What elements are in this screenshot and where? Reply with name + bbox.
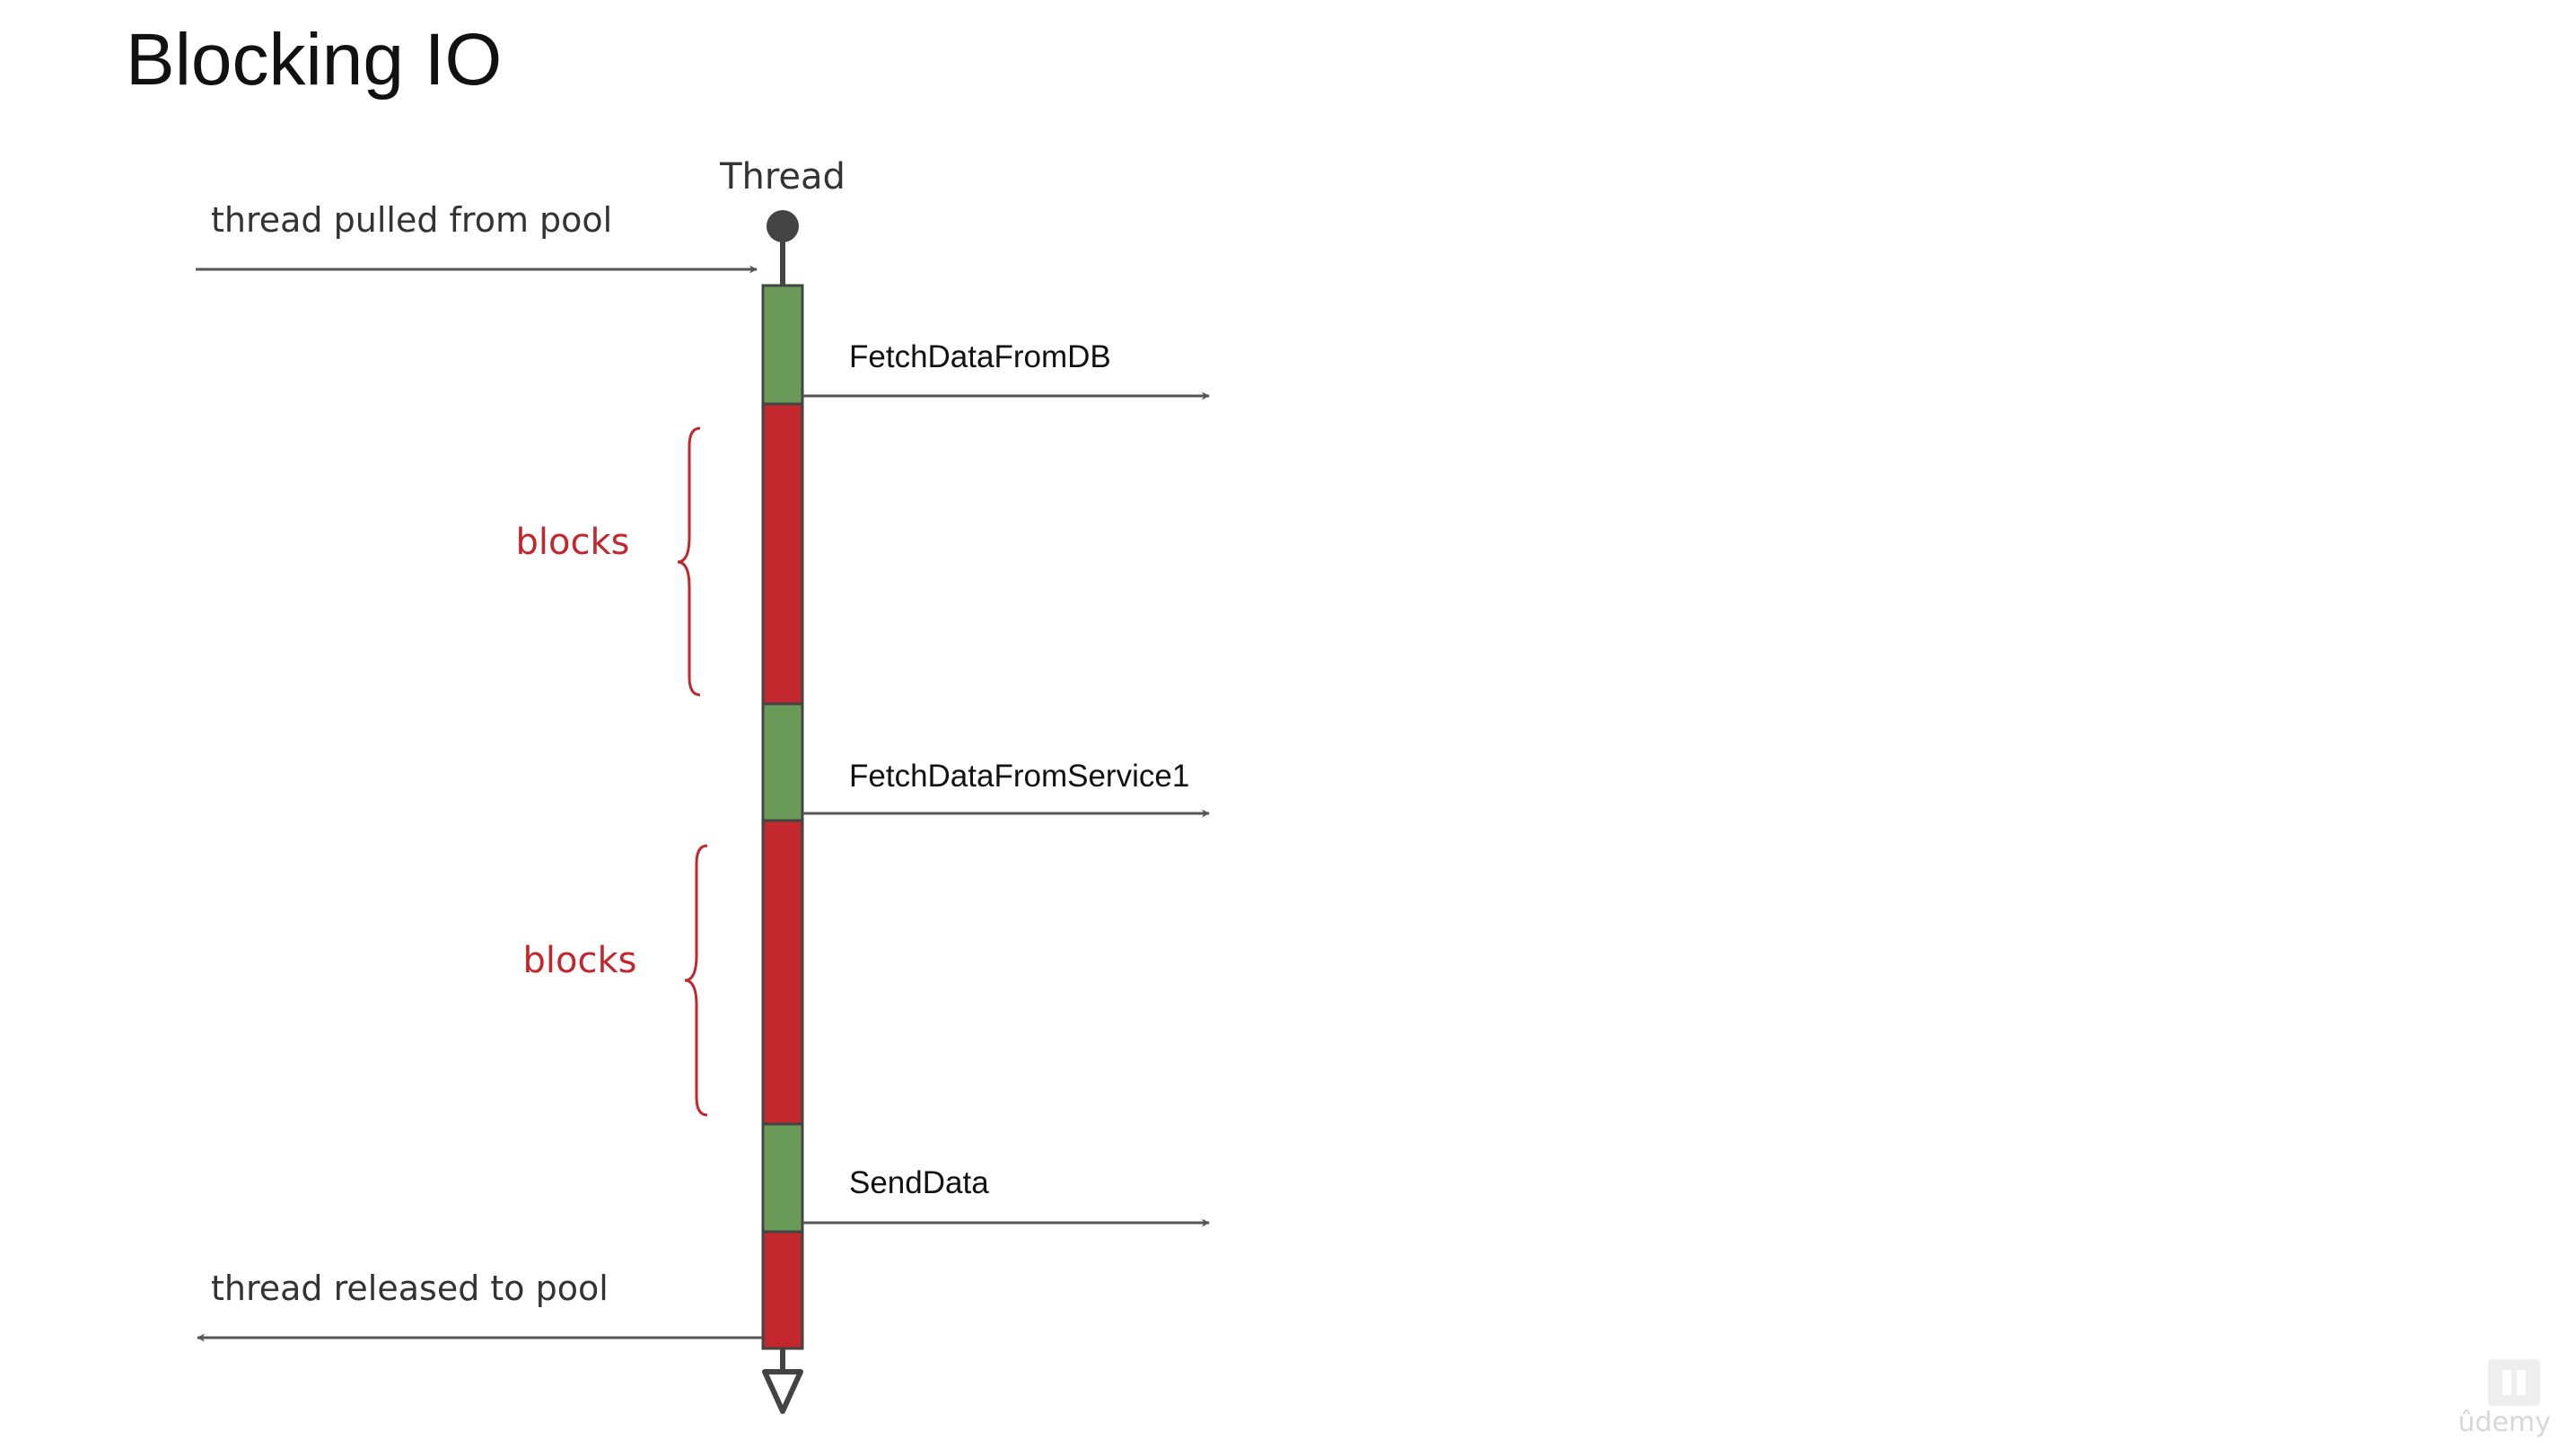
udemy-watermark: ûdemy: [2458, 1407, 2552, 1438]
slide-title: Blocking IO: [126, 19, 503, 101]
thread-label: Thread: [719, 156, 846, 198]
running-segment: [761, 284, 804, 406]
blocked-segment: [761, 819, 804, 1126]
block-brace: [677, 426, 701, 697]
thread-pulled-label: thread pulled from pool: [211, 200, 612, 240]
thread-end-arrowhead: [762, 1369, 803, 1414]
pause-button[interactable]: [2488, 1359, 2540, 1406]
blocked-segment: [761, 402, 804, 706]
call-label-fetch-db: FetchDataFromDB: [849, 339, 1111, 374]
running-segment: [761, 1122, 804, 1234]
call-label-send-data: SendData: [849, 1165, 989, 1200]
blocked-segment: [761, 1230, 804, 1350]
running-segment: [761, 702, 804, 822]
call-label-fetch-service: FetchDataFromService1: [849, 759, 1189, 794]
block-brace: [684, 844, 708, 1117]
block-label: blocks: [516, 522, 630, 563]
thread-released-label: thread released to pool: [211, 1269, 609, 1308]
block-label: blocks: [523, 940, 637, 981]
